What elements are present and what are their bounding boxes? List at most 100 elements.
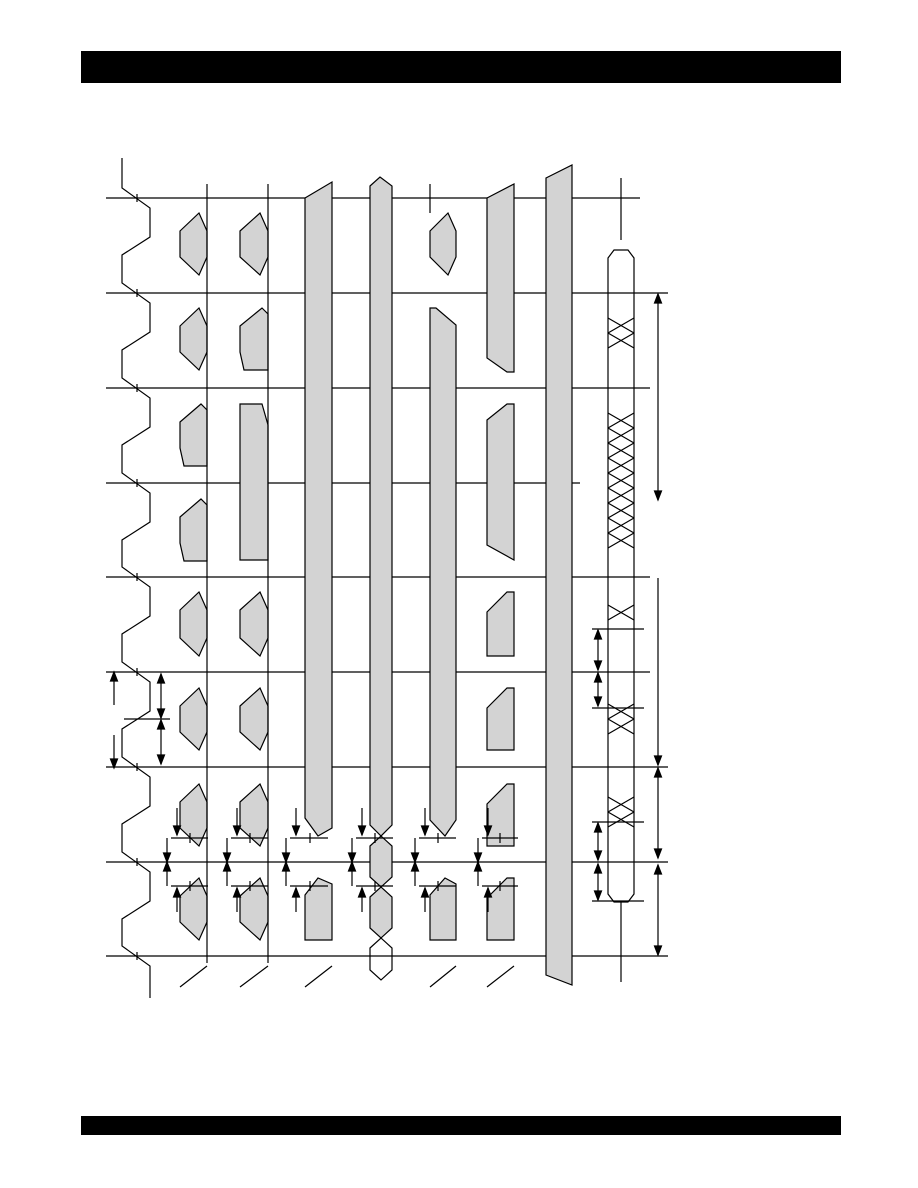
bus-window bbox=[607, 249, 635, 903]
setup-arrow-head bbox=[420, 825, 430, 837]
hold-arrow-head bbox=[473, 860, 483, 872]
signal-col2-pulse bbox=[239, 591, 269, 657]
timing-arrow-down-head bbox=[653, 755, 663, 767]
signal-col2-pulse bbox=[239, 307, 269, 371]
signal-col4-eye bbox=[369, 886, 393, 939]
hold-arrow-head bbox=[222, 860, 232, 872]
signal-col4-eye-open bbox=[369, 937, 393, 981]
signal-col2-pulse bbox=[239, 212, 269, 276]
setup-arrow-head bbox=[483, 825, 493, 837]
timing-arrow-low-head-bottom bbox=[653, 945, 663, 957]
signal-col4-bar bbox=[369, 176, 393, 837]
signal-col3-tail-pulse bbox=[304, 877, 333, 941]
clock-arrow-pair-head-top bbox=[156, 672, 166, 684]
timing-arrow-long-head-top bbox=[653, 292, 663, 304]
bus-transition-x bbox=[607, 502, 635, 519]
signal-col4-eye bbox=[369, 835, 393, 888]
signal-col1-tail bbox=[179, 965, 208, 988]
setup-arrow-head bbox=[232, 825, 242, 837]
timing-arrow-low-head-top bbox=[653, 863, 663, 875]
hold-arrow-up-head bbox=[483, 886, 493, 898]
signal-col1-pulse bbox=[179, 306, 208, 372]
bus-transition-x bbox=[607, 517, 635, 534]
bus-transition-x bbox=[607, 412, 635, 429]
hold-arrow-up-head bbox=[291, 886, 301, 898]
bus-transition-x bbox=[607, 332, 635, 349]
clock-arrow-pair-head-bottom bbox=[156, 754, 166, 766]
signal-col6-pulse bbox=[486, 403, 515, 562]
timing-arrow-bus-head-bottom bbox=[593, 890, 603, 902]
clock-arrow-up-head bbox=[109, 670, 119, 682]
bus-transition-x bbox=[607, 796, 635, 813]
hold-arrow-up-head bbox=[232, 886, 242, 898]
hold-arrow-head bbox=[473, 852, 483, 864]
signal-col2-pulse bbox=[239, 687, 269, 751]
hold-arrow-head bbox=[410, 860, 420, 872]
signal-col2-long-pulse bbox=[239, 403, 269, 561]
bus-transition-x bbox=[607, 442, 635, 459]
signal-col3-bar bbox=[304, 180, 333, 837]
timing-arrow-long-head-bottom bbox=[653, 490, 663, 502]
hold-arrow-up-head bbox=[172, 886, 182, 898]
hold-arrow-head bbox=[162, 852, 172, 864]
setup-arrow-head bbox=[291, 825, 301, 837]
bus-transition-x bbox=[607, 703, 635, 720]
hold-arrow-head bbox=[281, 852, 291, 864]
timing-arrow-mid-head-bottom bbox=[653, 848, 663, 860]
signal-col2-tail bbox=[239, 965, 269, 988]
timing-arrow-bus-head-bottom bbox=[593, 850, 603, 862]
signal-col1-pulse bbox=[179, 782, 208, 848]
hold-arrow-head bbox=[410, 852, 420, 864]
signal-col2-pulse bbox=[239, 877, 269, 941]
footer-bar bbox=[81, 1116, 841, 1135]
signal-col6-tail bbox=[486, 965, 515, 988]
signal-col6-pulse bbox=[486, 877, 515, 941]
hold-arrow-up-head bbox=[420, 886, 430, 898]
timing-arrow-bus-head-bottom bbox=[593, 660, 603, 672]
signal-col6-pulse bbox=[486, 591, 515, 657]
clock-waveform bbox=[121, 158, 151, 998]
clock-arrow-pair-head-bottom bbox=[156, 708, 166, 720]
setup-arrow-head bbox=[172, 825, 182, 837]
header-bar bbox=[81, 51, 841, 83]
signal-col1-pulse bbox=[179, 211, 208, 277]
bus-transition-x bbox=[607, 427, 635, 444]
hold-arrow-head bbox=[162, 860, 172, 872]
bus-transition-x bbox=[607, 472, 635, 489]
signal-col5-tail-pulse bbox=[429, 877, 457, 941]
signal-col1-pulse bbox=[179, 590, 208, 658]
bus-transition-x bbox=[607, 811, 635, 828]
signal-col1-pulse bbox=[179, 686, 208, 752]
timing-arrow-bus-head-top bbox=[593, 671, 603, 683]
signal-col6-pulse bbox=[486, 687, 515, 751]
timing-arrow-bus-head-top bbox=[593, 821, 603, 833]
clock-arrow-pair-head-top bbox=[156, 718, 166, 730]
signal-col1-pulse bbox=[179, 498, 208, 562]
signal-col5-pulse bbox=[429, 211, 457, 277]
hold-arrow-head bbox=[347, 860, 357, 872]
timing-arrow-bus-head-top bbox=[593, 628, 603, 640]
signal-col2-pulse bbox=[239, 783, 269, 847]
signal-col7-bar bbox=[545, 164, 573, 986]
bus-transition-x bbox=[607, 487, 635, 504]
hold-arrow-head bbox=[222, 852, 232, 864]
bus-transition-x bbox=[607, 457, 635, 474]
signal-col5-long-bar bbox=[429, 307, 457, 837]
bus-transition-x bbox=[607, 532, 635, 549]
bus-transition-x bbox=[607, 604, 635, 621]
signal-col1-pulse bbox=[179, 403, 208, 467]
hold-arrow-up-head bbox=[357, 886, 367, 898]
timing-arrow-mid-head-top bbox=[653, 766, 663, 778]
signal-col6-pulse bbox=[486, 183, 515, 373]
clock-arrow-down-head bbox=[109, 758, 119, 770]
signal-col1-pulse bbox=[179, 876, 208, 942]
signal-col3-tail bbox=[304, 965, 333, 988]
setup-arrow-head bbox=[357, 825, 367, 837]
timing-diagram-content bbox=[106, 158, 668, 998]
bus-transition-x bbox=[607, 317, 635, 334]
hold-arrow-head bbox=[281, 860, 291, 872]
timing-arrow-bus-head-bottom bbox=[593, 696, 603, 708]
hold-arrow-head bbox=[347, 852, 357, 864]
bus-transition-x bbox=[607, 718, 635, 735]
